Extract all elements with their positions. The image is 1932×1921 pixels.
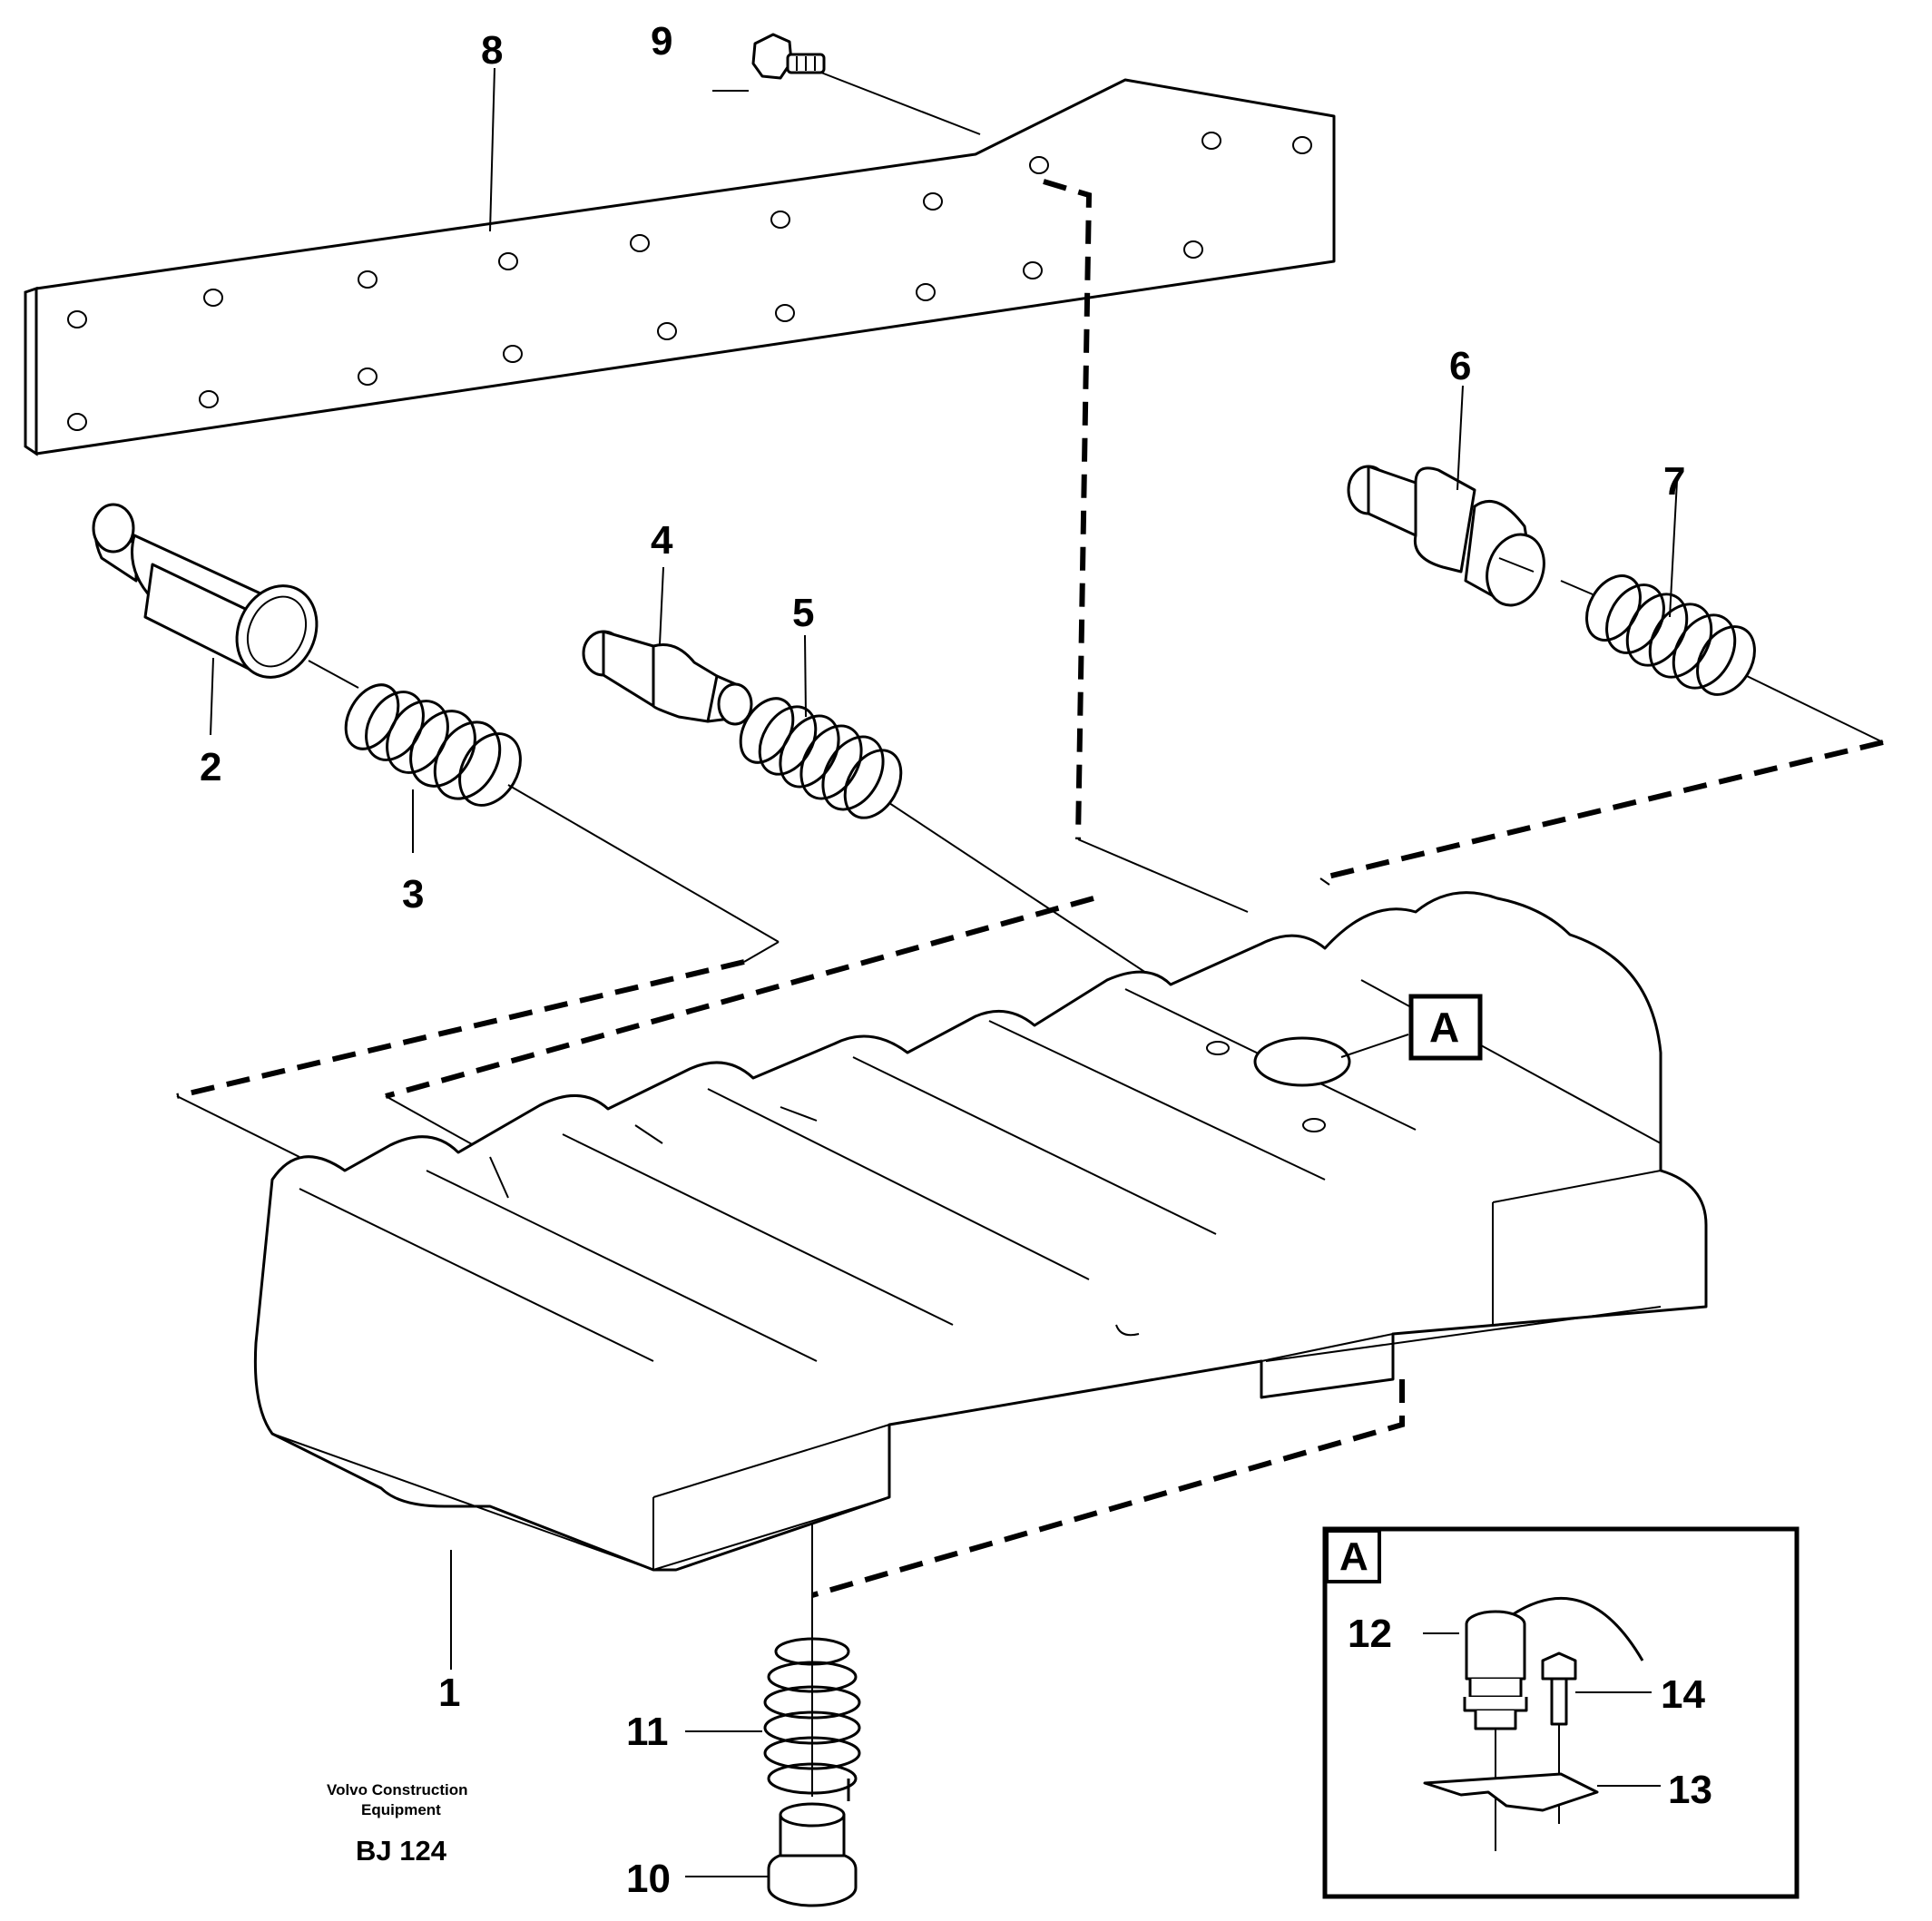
callout-6: 6 [1449,344,1471,388]
callout-8: 8 [481,28,503,73]
footer-drawing-ref: BJ 124 [356,1835,447,1867]
callout-1: 1 [438,1671,460,1715]
callout-14: 14 [1661,1672,1705,1717]
callout-5: 5 [792,591,814,635]
detail-ref-tag: A [1429,1004,1459,1051]
callout-9: 9 [651,19,672,64]
plate-screw [751,33,981,135]
footer-brand-line1: Volvo Construction [327,1781,468,1798]
callout-12: 12 [1348,1612,1392,1656]
callout-leaders [450,67,1661,1877]
valve-spool-4 [582,566,753,726]
callout-11: 11 [626,1710,669,1754]
callout-2: 2 [200,745,221,789]
callout-13: 13 [1668,1768,1712,1812]
assembly-line-plate [1043,179,1093,840]
separator-plate [24,78,1336,456]
valve-spool-6 [1347,385,1545,607]
valve-housing [253,891,1708,1572]
detail-box-tag: A [1339,1534,1368,1579]
footer-brand-line2: Equipment [361,1801,441,1818]
bottom-plug [767,1802,858,1907]
detail-a-panel [1322,1526,1800,1899]
spool-spring-5 [739,634,1158,981]
detail-ref-tag-box [1408,994,1483,1061]
callout-3: 3 [402,872,424,916]
callout-10: 10 [626,1857,671,1901]
spool-spring-3 [308,660,780,943]
valve-spool [92,503,319,736]
spool-spring-7 [1560,480,1884,743]
bottom-spring [763,1637,861,1801]
callout-4: 4 [651,518,673,563]
assembly-line-7 [1319,740,1884,881]
callout-7: 7 [1663,459,1685,504]
